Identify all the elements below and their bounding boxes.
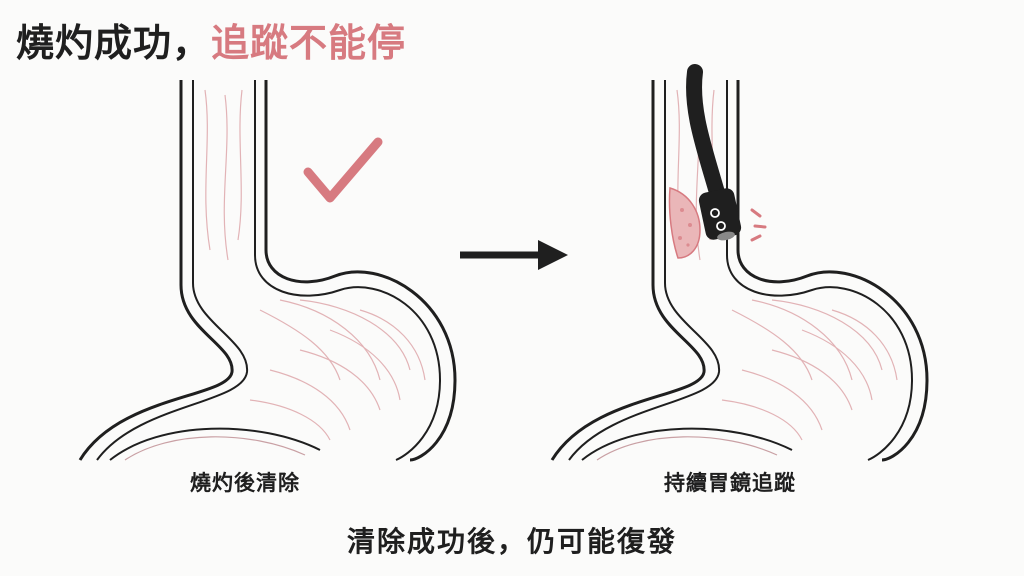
lesion-icon [668,187,701,259]
stomach-right [550,78,929,462]
caption-right: 持續胃鏡追蹤 [664,471,796,495]
caption-left: 燒灼後清除 [190,471,300,495]
stomach-left [78,78,457,462]
page-title: 燒灼成功，追蹤不能停 [16,12,406,67]
check-mark-icon [303,137,383,203]
title-highlight: 追蹤不能停 [211,21,407,65]
footer-note: 清除成功後，仍可能復發 [346,525,678,558]
arrow-right-icon [460,240,568,270]
title-main: 燒灼成功， [16,21,212,65]
endoscope-icon [686,64,742,241]
alert-lines-icon [750,208,767,242]
